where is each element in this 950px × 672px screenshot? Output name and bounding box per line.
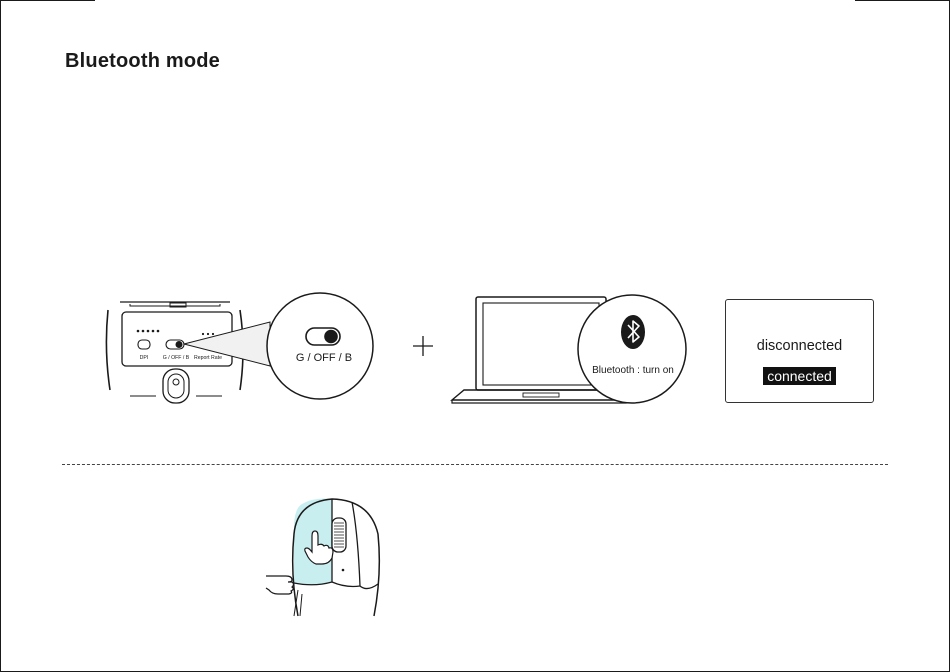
dpi-label: DPI: [140, 355, 149, 361]
report-rate-dots: [202, 333, 214, 335]
pointing-hand-icon: [266, 576, 294, 594]
bluetooth-icon: [621, 315, 645, 349]
magnifier-switch-label: G / OFF / B: [296, 352, 352, 364]
section-divider: [62, 464, 888, 465]
report-rate-label: Report Rate: [194, 355, 222, 361]
switch-magnifier: [267, 293, 373, 399]
status-disconnected: disconnected: [726, 338, 873, 354]
bluetooth-turn-on-label: Bluetooth : turn on: [592, 365, 674, 376]
top-edge-gap: [95, 0, 855, 1]
page-title: Bluetooth mode: [65, 50, 220, 73]
connection-status-card: disconnected connected: [725, 299, 874, 403]
status-connected: connected: [763, 367, 836, 385]
plus-icon: [412, 335, 434, 357]
dpi-button[interactable]: [138, 340, 150, 349]
laptop-illustration: Bluetooth : turn on: [448, 292, 693, 407]
switch-label-small: G / OFF / B: [163, 355, 190, 361]
mouse-top-illustration: [262, 494, 407, 618]
mouse-bottom-illustration: DPI G / OFF / B Report Rate G / OFF / B: [100, 290, 390, 405]
bluetooth-bubble: [578, 295, 686, 403]
dpi-indicator-dots: [137, 330, 160, 333]
